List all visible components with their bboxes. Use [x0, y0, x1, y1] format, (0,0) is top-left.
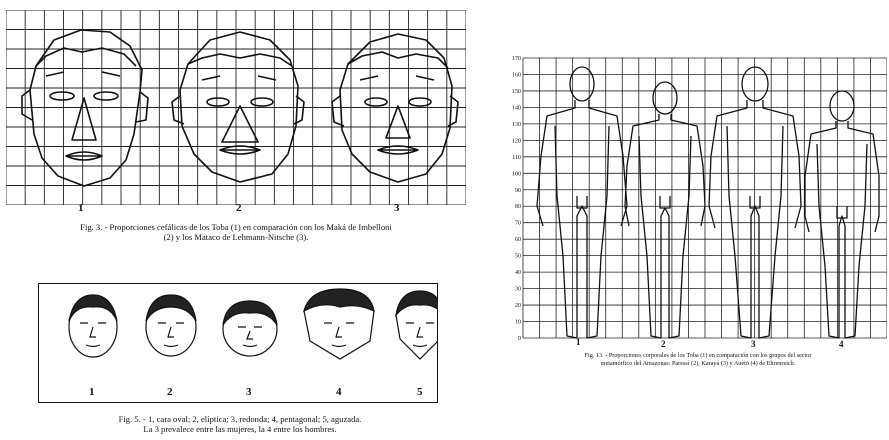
face-elliptic [146, 295, 196, 356]
fig5-number-1: 1 [89, 386, 95, 398]
fig13-caption-line2: metamórfico del Amazonas: Paressí (2), K… [508, 360, 888, 368]
fig13-y-tick-label: 90 [515, 188, 521, 194]
fig3-head-grid [6, 10, 466, 205]
fig13-caption-line1: Fig. 13. - Proporciones corporales de lo… [508, 352, 888, 360]
fig13-y-tick-label: 80 [515, 204, 521, 210]
face-oval [69, 295, 117, 357]
fig13-y-tick-label: 150 [512, 89, 521, 95]
fig5-number-3: 3 [246, 386, 252, 398]
fig13-y-tick-label: 130 [512, 122, 521, 128]
fig5-caption-line1: Fig. 5. - 1, cara oval; 2, elíptica; 3, … [20, 414, 460, 424]
fig3-caption-line1: Fig. 3. - Proporciones cefálicas de los … [6, 222, 466, 232]
fig13-y-tick-label: 40 [515, 270, 521, 276]
fig13-y-tick-label: 50 [515, 254, 521, 260]
face-pentagonal [304, 289, 374, 359]
body-figure-4 [805, 91, 879, 338]
head-outline-2 [172, 32, 304, 182]
fig3-number-3: 3 [394, 202, 400, 214]
fig13-y-tick-label: 60 [515, 237, 521, 243]
fig13-y-tick-label: 120 [512, 138, 521, 144]
fig5-faces [40, 285, 438, 385]
head-outline-1 [22, 30, 148, 186]
fig5-caption-line2: La 3 prevalece entre las mujeres, la 4 e… [20, 424, 460, 434]
fig13-y-tick-label: 30 [515, 287, 521, 293]
fig13-y-tick-label: 20 [515, 303, 521, 309]
fig3-figure: 1 2 3 Fig. 3. - Proporciones cefálicas d… [6, 10, 466, 260]
fig3-number-2: 2 [236, 202, 242, 214]
fig13-number-4: 4 [839, 339, 844, 349]
fig13-y-tick-label: 0 [518, 336, 521, 342]
fig13-y-tick-label: 160 [512, 72, 521, 78]
fig13-y-tick-label: 170 [512, 56, 521, 62]
fig5-number-2: 2 [167, 386, 173, 398]
fig5-number-4: 4 [336, 386, 342, 398]
fig13-number-2: 2 [661, 339, 666, 349]
fig3-caption-line2: (2) y los Mataco de Lehmann-Nitsche (3). [6, 232, 466, 242]
fig13-body-grid: 1701601501401301201101009080706050403020… [507, 56, 887, 346]
fig13-y-tick-label: 110 [512, 155, 521, 161]
fig13-y-tick-label: 100 [512, 171, 521, 177]
face-round [223, 301, 277, 356]
body-figure-2 [625, 82, 705, 338]
face-pointed [396, 291, 438, 359]
fig13-y-tick-label: 140 [512, 105, 521, 111]
fig13-y-tick-label: 10 [515, 320, 521, 326]
fig3-number-1: 1 [78, 202, 84, 214]
fig5-number-5: 5 [417, 386, 423, 398]
fig13-number-3: 3 [751, 339, 756, 349]
fig13-y-tick-label: 70 [515, 221, 521, 227]
fig13-number-1: 1 [576, 337, 581, 347]
